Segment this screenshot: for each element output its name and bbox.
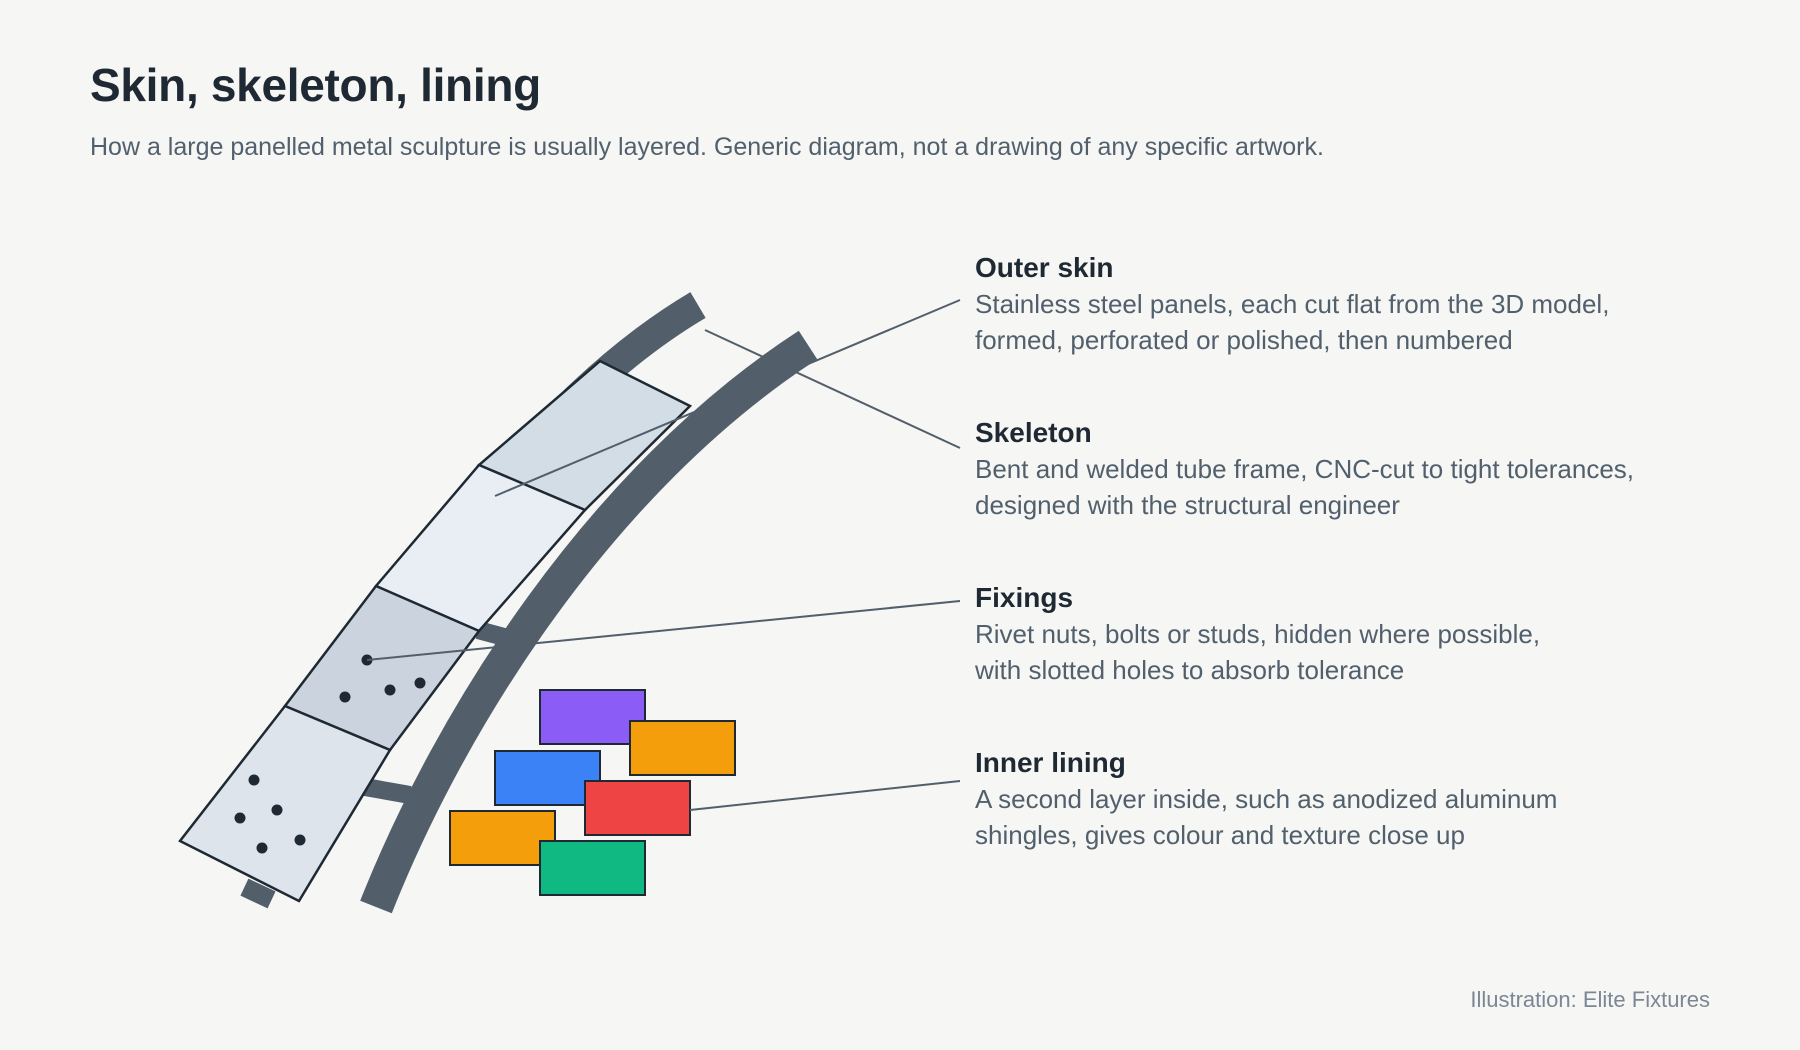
skeleton-strut <box>363 778 412 804</box>
callout-fixings: Fixings Rivet nuts, bolts or studs, hidd… <box>975 580 1755 688</box>
callout-text-line: Stainless steel panels, each cut flat fr… <box>975 289 1610 319</box>
leader-line-outer-skin <box>494 299 961 497</box>
leader-line-fixings <box>366 600 961 661</box>
callout-outer-skin: Outer skin Stainless steel panels, each … <box>975 250 1755 358</box>
illustration-credit: Illustration: Elite Fixtures <box>1470 987 1710 1012</box>
lining-shingle <box>449 810 556 866</box>
callout-heading: Skeleton <box>975 417 1092 448</box>
callout-text-line: formed, perforated or polished, then num… <box>975 325 1513 355</box>
callout-text-line: designed with the structural engineer <box>975 490 1400 520</box>
lining-shingle <box>539 689 646 745</box>
callout-heading: Fixings <box>975 582 1074 613</box>
callout-inner-lining: Inner lining A second layer inside, such… <box>975 745 1755 853</box>
skin-panel-4 <box>178 704 392 903</box>
callout-text-line: Bent and welded tube frame, CNC-cut to t… <box>975 454 1635 484</box>
leader-line-skeleton <box>704 329 961 449</box>
callout-text-line: Rivet nuts, bolts or studs, hidden where… <box>975 619 1541 649</box>
callout-heading: Inner lining <box>975 747 1126 778</box>
lining-shingle <box>584 780 691 836</box>
callout-text-line: shingles, gives colour and texture close… <box>975 820 1465 850</box>
diagram-subtitle: How a large panelled metal sculpture is … <box>90 133 1324 161</box>
fixing-dot <box>248 774 260 786</box>
fixing-dot <box>384 684 396 696</box>
fixing-dot <box>271 804 283 816</box>
lining-shingle <box>629 720 736 776</box>
callout-text-line: with slotted holes to absorb tolerance <box>975 655 1405 685</box>
skeleton-rail-front <box>360 330 818 914</box>
callout-heading: Outer skin <box>975 252 1114 283</box>
fixing-dot <box>234 812 246 824</box>
lining-shingle <box>539 840 646 896</box>
fixing-dot <box>414 677 426 689</box>
fixing-dot <box>256 842 268 854</box>
leader-line-inner-lining <box>689 780 961 811</box>
callout-skeleton: Skeleton Bent and welded tube frame, CNC… <box>975 415 1755 523</box>
fixing-dot <box>294 834 306 846</box>
diagram-title: Skin, skeleton, lining <box>90 59 541 111</box>
callout-text-line: A second layer inside, such as anodized … <box>975 784 1558 814</box>
lining-shingle <box>494 750 601 806</box>
fixing-dot <box>339 691 351 703</box>
fixings-group <box>234 654 426 854</box>
